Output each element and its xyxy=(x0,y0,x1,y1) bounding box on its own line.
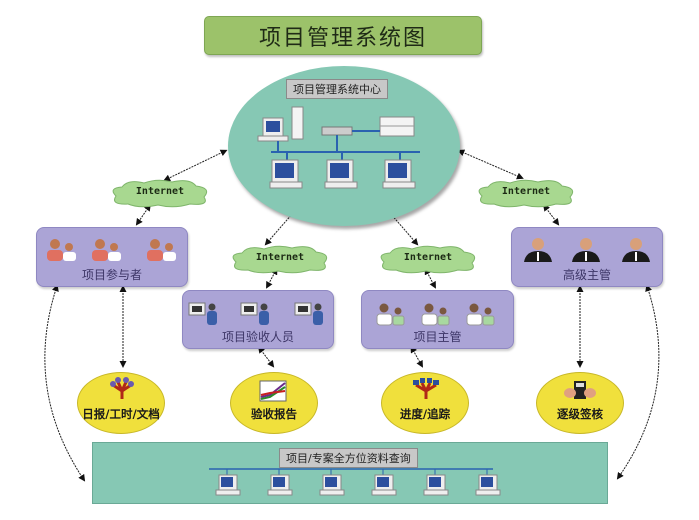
arrow-center-cloud2 xyxy=(264,209,297,246)
manager-icon xyxy=(524,238,552,262)
network-tree-icon xyxy=(413,378,439,399)
person-icon xyxy=(392,307,405,326)
group-participants: 项目参与者 xyxy=(36,227,188,287)
arrow-cloud2-acceptance xyxy=(266,267,278,289)
person-icon xyxy=(108,243,121,261)
internet-cloud: Internet xyxy=(376,244,480,274)
computer-icon xyxy=(269,159,303,189)
system-center: 项目管理系统中心 xyxy=(228,66,460,226)
person-icon xyxy=(466,303,483,326)
function-label: 验收报告 xyxy=(251,407,297,421)
person-icon xyxy=(147,239,163,261)
terminal-icon xyxy=(319,469,345,496)
arrow-cloud3-supervisor xyxy=(424,267,436,289)
data-query-label: 项目/专案全方位资料查询 xyxy=(279,448,418,468)
internet-cloud: Internet xyxy=(108,178,212,208)
bottom-network xyxy=(209,468,501,496)
system-center-label: 项目管理系统中心 xyxy=(286,79,388,99)
cloud-icon xyxy=(112,179,208,208)
operator-at-computer-icon xyxy=(188,302,217,325)
group-senior-managers: 高级主管 xyxy=(511,227,663,287)
terminal-icon xyxy=(371,469,397,496)
acceptance-people-icons xyxy=(188,302,323,325)
arrow-cloud4-senior xyxy=(543,204,560,226)
arrow-supervisor-func3 xyxy=(410,345,423,368)
arrow-center-cloud3 xyxy=(386,209,419,246)
arrow-participants-bottom xyxy=(44,284,86,482)
person-icon xyxy=(437,307,450,326)
computer-icon xyxy=(382,159,416,189)
senior-people-icons xyxy=(524,238,650,262)
person-icon xyxy=(482,307,495,326)
participants-people-icons xyxy=(47,239,176,261)
cloud-icon xyxy=(232,245,328,274)
cloud-label: Internet xyxy=(255,252,305,263)
person-icon xyxy=(421,303,438,326)
group-label: 项目验收人员 xyxy=(221,330,294,344)
workstation-icon xyxy=(257,106,304,142)
group-project-supervisor: 项目主管 xyxy=(361,290,514,349)
cloud-label: Internet xyxy=(135,186,185,197)
cloud-label: Internet xyxy=(403,252,453,263)
computer-icon xyxy=(324,159,358,189)
approval-icon xyxy=(564,381,596,399)
org-tree-icon xyxy=(110,377,134,399)
group-label: 高级主管 xyxy=(562,268,611,282)
data-query-panel: 项目/专案全方位资料查询 xyxy=(92,442,608,504)
cloud-icon xyxy=(478,179,574,208)
arrow-cloud1-participants xyxy=(135,203,151,226)
function-label: 逐级签核 xyxy=(557,407,603,421)
cloud-icon xyxy=(380,245,476,274)
terminal-icon xyxy=(215,469,241,496)
internet-cloud: Internet xyxy=(474,178,578,208)
arrow-senior-bottom xyxy=(616,284,660,480)
function-label: 日报/工时/文档 xyxy=(82,407,160,421)
arrow-acceptance-func2 xyxy=(258,346,275,368)
function-approval: 逐级签核 xyxy=(536,372,624,434)
function-label: 进度/追踪 xyxy=(399,407,451,421)
person-icon xyxy=(63,243,76,261)
person-icon xyxy=(47,239,63,261)
function-progress-tracking: 进度/追踪 xyxy=(381,372,469,434)
terminal-icon xyxy=(267,469,293,496)
arrow-center-cloud4 xyxy=(457,149,524,180)
person-icon xyxy=(163,243,176,261)
cloud-label: Internet xyxy=(501,186,551,197)
manager-icon xyxy=(622,238,650,262)
center-network xyxy=(257,106,420,189)
operator-at-computer-icon xyxy=(294,302,323,325)
printer-icon xyxy=(379,116,415,137)
terminal-icon xyxy=(423,469,449,496)
function-daily-report: 日报/工时/文档 xyxy=(77,372,165,434)
group-acceptance-staff: 项目验收人员 xyxy=(182,290,334,349)
chart-icon xyxy=(259,380,287,402)
supervisor-people-icons xyxy=(376,303,495,326)
group-label: 项目主管 xyxy=(413,330,462,344)
operator-at-computer-icon xyxy=(240,302,269,325)
manager-icon xyxy=(572,238,600,262)
diagram-title: 项目管理系统图 xyxy=(204,16,482,55)
internet-cloud: Internet xyxy=(228,244,332,274)
terminal-icon xyxy=(475,469,501,496)
arrow-center-cloud1 xyxy=(163,149,228,181)
group-label: 项目参与者 xyxy=(81,268,142,282)
function-acceptance-report: 验收报告 xyxy=(230,372,318,434)
person-icon xyxy=(376,303,393,326)
person-icon xyxy=(92,239,108,261)
hub-icon xyxy=(321,126,353,136)
